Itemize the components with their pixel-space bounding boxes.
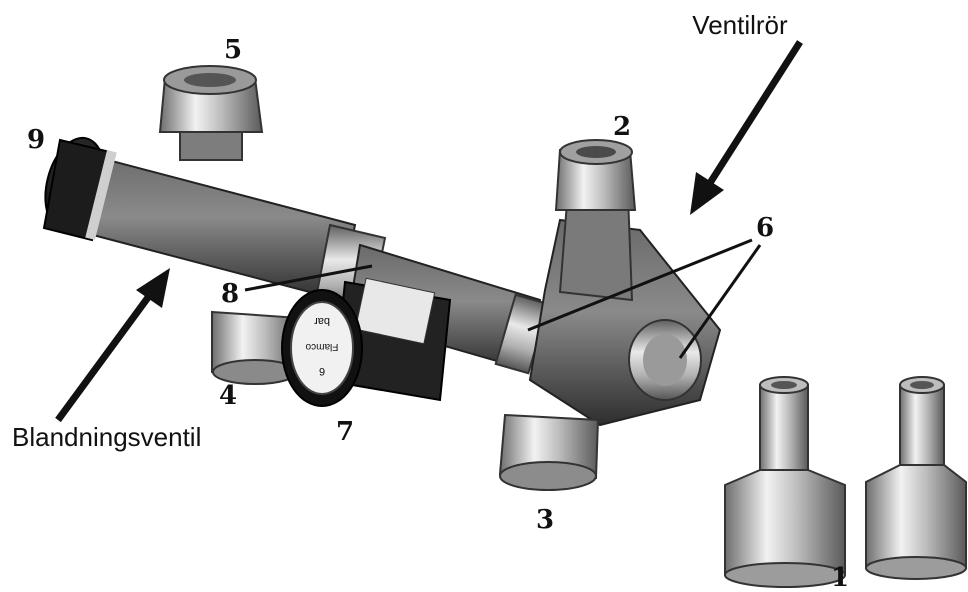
adapter-right [865, 376, 967, 580]
top-fitting-2 [554, 139, 637, 211]
bottom-fitting-3 [498, 413, 600, 491]
gauge-value: 6 [319, 365, 325, 377]
label-6: 6 [756, 213, 774, 243]
pressure-gauge-7: bar Flamco 6 [281, 277, 452, 407]
label-3: 3 [536, 505, 554, 535]
end-cap-9 [42, 136, 117, 242]
callout-line-8 [244, 264, 373, 292]
valve-pipe-body [528, 188, 722, 427]
label-2: 2 [613, 112, 631, 142]
label-blandningsventil: Blandningsventil [12, 422, 201, 452]
bottom-fitting-4 [211, 310, 302, 385]
label-7: 7 [336, 417, 354, 447]
label-4: 4 [219, 381, 237, 411]
callout-line-6b [678, 244, 762, 359]
arrow-blandningsventil [55, 268, 170, 423]
callout-lines [244, 238, 762, 359]
adapter-left [724, 376, 846, 588]
label-ventilror: Ventilrör [692, 10, 788, 40]
top-fitting-5 [158, 65, 264, 161]
label-8: 8 [221, 279, 239, 309]
callout-line-6a [527, 238, 753, 332]
label-9: 9 [27, 125, 45, 155]
label-5: 5 [224, 35, 242, 65]
arrow-ventilror [690, 40, 803, 215]
gauge-unit: bar [314, 315, 330, 327]
label-1: 1 [831, 563, 849, 592]
gauge-brand: Flamco [305, 341, 338, 352]
plug-6 [628, 319, 702, 401]
